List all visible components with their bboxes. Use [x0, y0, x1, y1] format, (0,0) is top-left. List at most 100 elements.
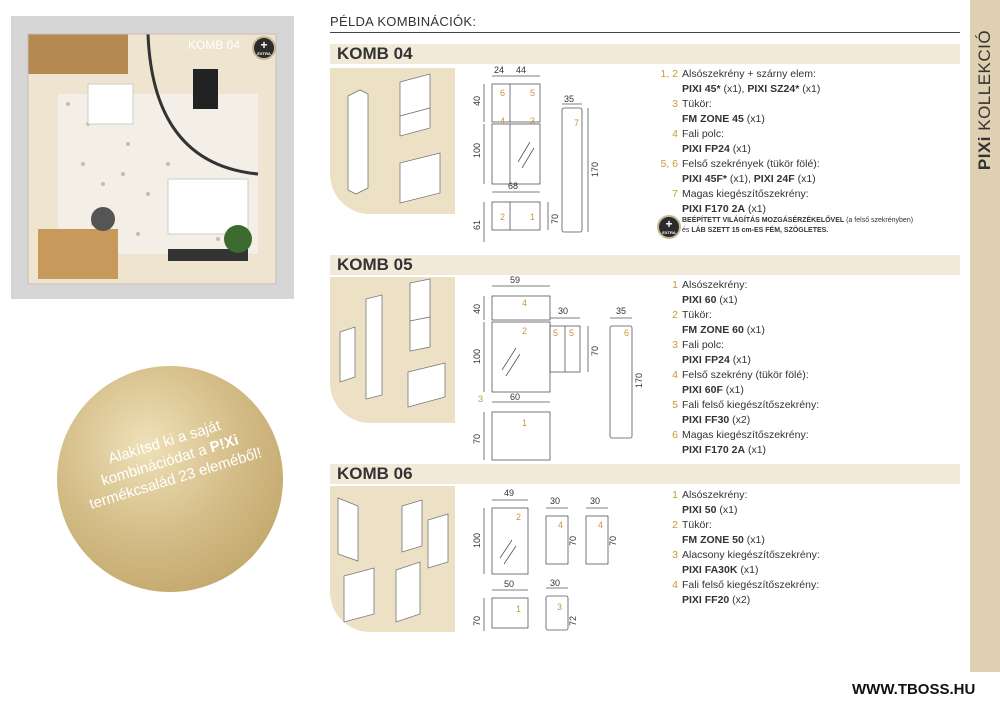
website-url: WWW.TBOSS.HU [852, 681, 976, 698]
page-title: PÉLDA KOMBINÁCIÓK: [330, 14, 477, 29]
dim-komb04-h5: 70 [550, 214, 560, 224]
mark-komb05-2: 2 [522, 326, 527, 336]
section-title-komb04: KOMB 04 [337, 44, 413, 63]
item-label: Fali polc: [682, 128, 725, 140]
product-code: PIXI FF20 [682, 594, 730, 606]
item-product-codes: PIXI 45F* (x1), PIXI 24F (x1) [682, 172, 820, 187]
item-label: Alsószekrény: [682, 279, 748, 291]
dim-komb04-w4: 68 [508, 181, 518, 191]
section-band-komb06 [330, 464, 960, 484]
mark-komb04-1: 1 [530, 212, 535, 222]
item-number: 4 [672, 128, 678, 140]
product-qty: (x1) [743, 113, 765, 125]
dim-komb05-w2: 30 [558, 306, 568, 316]
item-label: Alsószekrény: [682, 489, 748, 501]
header-divider [330, 32, 960, 33]
plus-extra-icon: +EXTRA [252, 36, 276, 60]
product-code: PIXI 45F* [682, 173, 727, 185]
item-product-codes: PIXI F170 2A (x1) [682, 443, 809, 458]
product-code: PIXI FP24 [682, 354, 730, 366]
dim-komb05-w1: 59 [510, 275, 520, 285]
product-code: FM ZONE 50 [682, 534, 744, 546]
item-product-codes: PIXI 45* (x1), PIXI SZ24* (x1) [682, 82, 820, 97]
list-item: 5 Fali felső kiegészítőszekrény: PIXI FF30… [640, 398, 819, 428]
extra-note: BEÉPÍTETT VILÁGÍTÁS MOZGÁSÉRZÉKELŐVEL (a… [682, 217, 914, 234]
product-qty: (x2) [729, 594, 751, 606]
item-label: Fali felső kiegészítőszekrény: [682, 399, 820, 411]
product-code: PIXI F170 2A [682, 444, 746, 456]
dim-komb05-h4: 170 [634, 373, 644, 388]
product-code: PIXI FP24 [682, 143, 730, 155]
dim-komb05-h5: 70 [472, 434, 482, 444]
mark-komb05-3: 3 [478, 394, 483, 404]
product-qty: (x1) [799, 83, 821, 95]
bathroom-photo [27, 33, 277, 285]
dim-komb04-w2: 44 [516, 65, 526, 75]
item-label: Fali polc: [682, 339, 725, 351]
product-code: PIXI 45* [682, 83, 721, 95]
item-label: Magas kiegészítőszekrény: [682, 429, 809, 441]
dim-komb06-h3: 70 [608, 536, 618, 546]
tech-drawing-komb04: 24 44 40 100 35 170 68 61 70 1 2 3 4 5 6… [472, 65, 600, 242]
list-item: 4 Fali polc: PIXI FP24 (x1) [640, 127, 820, 157]
item-number: 4 [672, 369, 678, 381]
item-product-codes: FM ZONE 45 (x1) [682, 112, 765, 127]
product-code: PIXI 60F [682, 384, 723, 396]
mark-komb06-3: 3 [557, 602, 562, 612]
dim-komb06-w3: 30 [590, 496, 600, 506]
product-qty: (x2) [729, 414, 751, 426]
product-qty: (x1) [743, 324, 765, 336]
item-label: Tükör: [682, 98, 712, 110]
dim-komb06-w2: 30 [550, 496, 560, 506]
product-code: PIXI FF30 [682, 414, 730, 426]
product-code: PIXI F170 2A [682, 203, 746, 215]
product-code: PIXI 24F [753, 173, 795, 185]
dim-komb04-h3: 170 [590, 162, 600, 177]
item-number: 3 [672, 98, 678, 110]
product-qty: (x1) [729, 143, 751, 155]
item-label: Tükör: [682, 309, 712, 321]
product-code: PIXI 50 [682, 504, 717, 516]
illustration-komb05 [330, 277, 455, 423]
mark-komb06-2: 2 [516, 512, 521, 522]
item-number: 7 [672, 188, 678, 200]
list-item: 4 Felső szekrény (tükör fölé): PIXI 60F (x… [640, 368, 819, 398]
product-qty: (x1) [722, 384, 744, 396]
item-product-codes: PIXI 50 (x1) [682, 503, 747, 518]
product-qty: (x1) [743, 534, 765, 546]
dim-komb06-h4: 70 [472, 616, 482, 626]
section-band-komb04 [330, 44, 960, 64]
product-qty: (x1) [716, 504, 738, 516]
dim-komb05-w4: 60 [510, 392, 520, 402]
mark-komb05-1: 1 [522, 418, 527, 428]
section-band-komb05 [330, 255, 960, 275]
dim-komb06-h1: 100 [472, 533, 482, 548]
tech-drawing-komb05: 59 40 100 30 35 70 170 60 70 1 2 3 4 5 5… [472, 275, 644, 461]
item-product-codes: PIXI FP24 (x1) [682, 142, 751, 157]
item-label: Alacsony kiegészítőszekrény: [682, 549, 820, 561]
dim-komb04-h4: 61 [472, 220, 482, 230]
dim-komb06-h2: 70 [568, 536, 578, 546]
illustration-komb06 [330, 486, 455, 632]
item-product-codes: PIXI FA30K (x1) [682, 563, 820, 578]
dim-komb06-w4: 50 [504, 579, 514, 589]
item-label: Felső szekrény (tükör fölé): [682, 369, 809, 381]
dim-komb05-h3: 70 [590, 346, 600, 356]
item-product-codes: PIXI FF20 (x2) [682, 593, 819, 608]
extra-label: EXTRA [257, 51, 271, 56]
mark-komb05-5b: 5 [569, 328, 574, 338]
section-title-komb06: KOMB 06 [337, 464, 413, 483]
item-label: Fali felső kiegészítőszekrény: [682, 579, 820, 591]
item-number: 5 [672, 399, 678, 411]
product-code: FM ZONE 60 [682, 324, 744, 336]
